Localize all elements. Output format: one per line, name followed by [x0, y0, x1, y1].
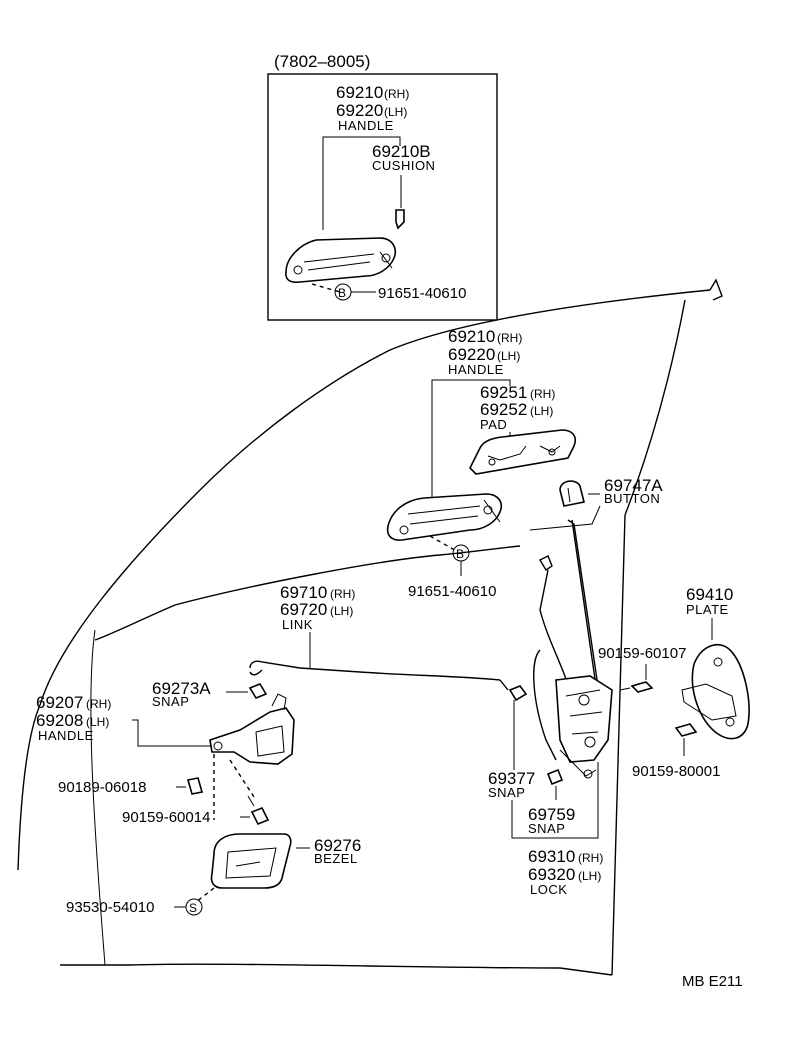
inside-handle-part [209, 693, 295, 765]
diagram-code: MB E211 [682, 973, 743, 990]
inside-snap-caption: SNAP [152, 694, 189, 709]
plate-bolt-top-part [619, 681, 654, 693]
lock-snap1-number: 69377 [488, 769, 535, 788]
model-range-label: (7802–8005) [274, 52, 370, 71]
inside-handle-group: 69273A SNAP 69207 (RH) 69208 (LH) HANDLE… [36, 679, 361, 916]
inside-handle-caption: HANDLE [38, 728, 94, 743]
outer-handle-group: 69210 (RH) 69220 (LH) HANDLE 69251 (RH) … [386, 327, 663, 600]
inset-cushion-number: 69210B [372, 142, 431, 161]
outer-pad-rh-number: 69251 [480, 383, 527, 402]
lock-rh-number: 69310 [528, 847, 575, 866]
lock-rods-part [533, 519, 601, 761]
lock-body-part [555, 675, 613, 779]
lock-lh-number: 69320 [528, 865, 575, 884]
link-lh-number: 69720 [280, 600, 327, 619]
lock-snap-right-part [546, 768, 564, 786]
lock-snap1-caption: SNAP [488, 785, 525, 800]
link-rh-number: 69710 [280, 583, 327, 602]
inset-cushion-caption: CUSHION [372, 158, 435, 173]
lock-rh-suffix: (RH) [578, 851, 603, 865]
plate-bolt-top-number: 90159-60107 [598, 645, 686, 662]
outer-button-part [559, 480, 585, 507]
outer-pad-rh-suffix: (RH) [530, 387, 555, 401]
inset-box: (7802–8005) 69210 (RH) 69220 (LH) HANDLE… [267, 52, 498, 321]
plate-bolt-bottom-part [674, 723, 698, 737]
plate-number: 69410 [686, 585, 733, 604]
bezel-screw-symbol [185, 898, 203, 916]
inside-handle-lh-number: 69208 [36, 711, 83, 730]
outer-handle-part [386, 493, 502, 541]
inside-bolt-part [247, 795, 270, 826]
inset-handle-part [285, 237, 396, 283]
outer-pad-caption: PAD [480, 417, 507, 432]
outer-handle-lh-suffix: (LH) [497, 349, 520, 363]
inside-bolt-number: 90159-60014 [122, 809, 210, 826]
link-rod-part [249, 660, 509, 691]
inset-handle-caption: HANDLE [338, 118, 394, 133]
outer-handle-rh-suffix: (RH) [497, 331, 522, 345]
outer-handle-rh-number: 69210 [448, 327, 495, 346]
inside-handle-rh-suffix: (RH) [86, 697, 111, 711]
inside-clip-number: 90189-06018 [58, 779, 146, 796]
plate-caption: PLATE [686, 602, 729, 617]
inside-snap-number: 69273A [152, 679, 211, 698]
door-outline [17, 278, 723, 976]
inset-handle-lh-suffix: (LH) [384, 105, 407, 119]
inside-handle-lh-suffix: (LH) [86, 715, 109, 729]
outer-screw-number: 91651-40610 [408, 583, 496, 600]
lock-group: 69377 SNAP 69759 SNAP 69310 (RH) 69320 (… [488, 519, 613, 897]
bezel-part [210, 833, 292, 889]
inside-handle-rh-number: 69207 [36, 693, 83, 712]
inset-screw-mark: B [338, 286, 346, 300]
bezel-caption: BEZEL [314, 851, 358, 866]
link-rh-suffix: (RH) [330, 587, 355, 601]
inside-snap-part [248, 683, 268, 699]
link-lh-suffix: (LH) [330, 604, 353, 618]
outer-screw-mark: B [456, 547, 464, 561]
plate-part [681, 643, 750, 740]
link-group: 69710 (RH) 69720 (LH) LINK [249, 583, 509, 691]
bezel-number: 69276 [314, 836, 361, 855]
outer-pad-lh-suffix: (LH) [530, 404, 553, 418]
outer-handle-caption: HANDLE [448, 362, 504, 377]
lock-lh-suffix: (LH) [578, 869, 601, 883]
plate-bolt-bottom-number: 90159-80001 [632, 763, 720, 780]
outer-handle-lh-number: 69220 [448, 345, 495, 364]
lock-snap2-number: 69759 [528, 805, 575, 824]
outer-button-caption: BUTTON [604, 491, 660, 506]
inset-cushion-part [395, 209, 405, 230]
inset-handle-lh-number: 69220 [336, 101, 383, 120]
bezel-screw-number: 93530-54010 [66, 899, 154, 916]
inset-handle-rh-suffix: (RH) [384, 87, 409, 101]
plate-group: 69410 PLATE 90159-60107 90159-80001 [598, 585, 750, 780]
inset-handle-rh-number: 69210 [336, 83, 383, 102]
inset-screw-number: 91651-40610 [378, 285, 466, 302]
lock-snap2-caption: SNAP [528, 821, 565, 836]
bezel-screw-mark: S [189, 901, 197, 915]
outer-pad-lh-number: 69252 [480, 400, 527, 419]
link-caption: LINK [282, 617, 313, 632]
lock-caption: LOCK [530, 882, 567, 897]
inside-clip-part [186, 777, 204, 795]
outer-pad-part [469, 429, 577, 475]
lock-snap-left-part [508, 685, 528, 702]
outer-button-number: 69747A [604, 476, 663, 495]
